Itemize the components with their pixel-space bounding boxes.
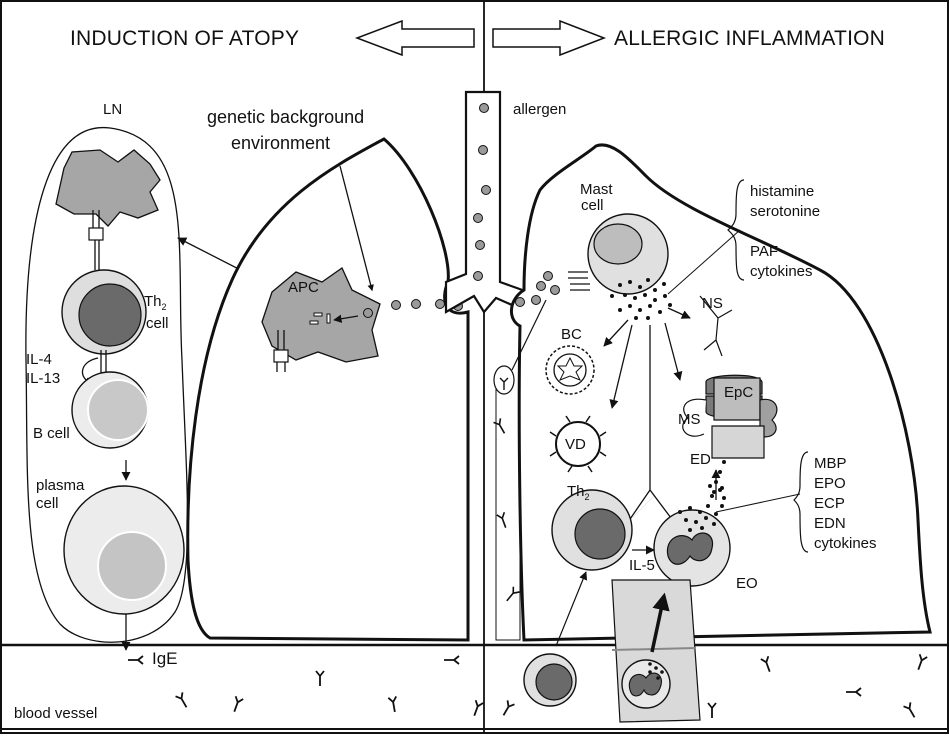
- genetic-background-label: genetic background: [207, 108, 364, 126]
- bc-label: BC: [561, 327, 582, 342]
- right-direction-arrow: [493, 21, 604, 55]
- epc-label: EpC: [724, 385, 753, 400]
- ed-label: ED: [690, 452, 711, 467]
- apc-label: APC: [288, 280, 319, 295]
- mast-label-1: Mast: [580, 182, 613, 197]
- trachea: [446, 92, 528, 312]
- eo-mediator-epo: EPO: [814, 476, 846, 491]
- blood-vessel-label: blood vessel: [14, 706, 97, 721]
- ms-label: MS: [678, 412, 701, 427]
- ige-label: IgE: [152, 650, 178, 667]
- allergen-label: allergen: [513, 102, 566, 117]
- plasma-label-2: cell: [36, 496, 59, 511]
- il5-label: IL-5: [629, 558, 655, 573]
- eo-label: EO: [736, 576, 758, 591]
- th2-cell-word: cell: [146, 316, 169, 331]
- airway-th2-label: Th2: [567, 484, 590, 499]
- b-cell-label: B cell: [33, 426, 70, 441]
- mediator-cytokines: cytokines: [750, 264, 813, 279]
- th2-label: Th2: [144, 294, 167, 309]
- eo-mediator-cytokines: cytokines: [814, 536, 877, 551]
- environment-label: environment: [231, 134, 330, 152]
- left-lung-outline: [188, 139, 468, 640]
- eo-mediator-ecp: ECP: [814, 496, 845, 511]
- right-section-title: ALLERGIC INFLAMMATION: [614, 28, 885, 49]
- vd-label: VD: [565, 437, 586, 452]
- mediator-paf: PAF: [750, 244, 778, 259]
- ns-label: NS: [702, 296, 723, 311]
- mediator-histamine: histamine: [750, 184, 814, 199]
- eo-mediator-mbp: MBP: [814, 456, 847, 471]
- il13-label: IL-13: [26, 371, 60, 386]
- plasma-label-1: plasma: [36, 478, 84, 493]
- mediator-serotonine: serotonine: [750, 204, 820, 219]
- lymph-node-label: LN: [103, 102, 122, 117]
- left-direction-arrow: [357, 21, 474, 55]
- eo-mediator-edn: EDN: [814, 516, 846, 531]
- il4-label: IL-4: [26, 352, 52, 367]
- mast-label-2: cell: [581, 198, 604, 213]
- left-section-title: INDUCTION OF ATOPY: [70, 28, 299, 49]
